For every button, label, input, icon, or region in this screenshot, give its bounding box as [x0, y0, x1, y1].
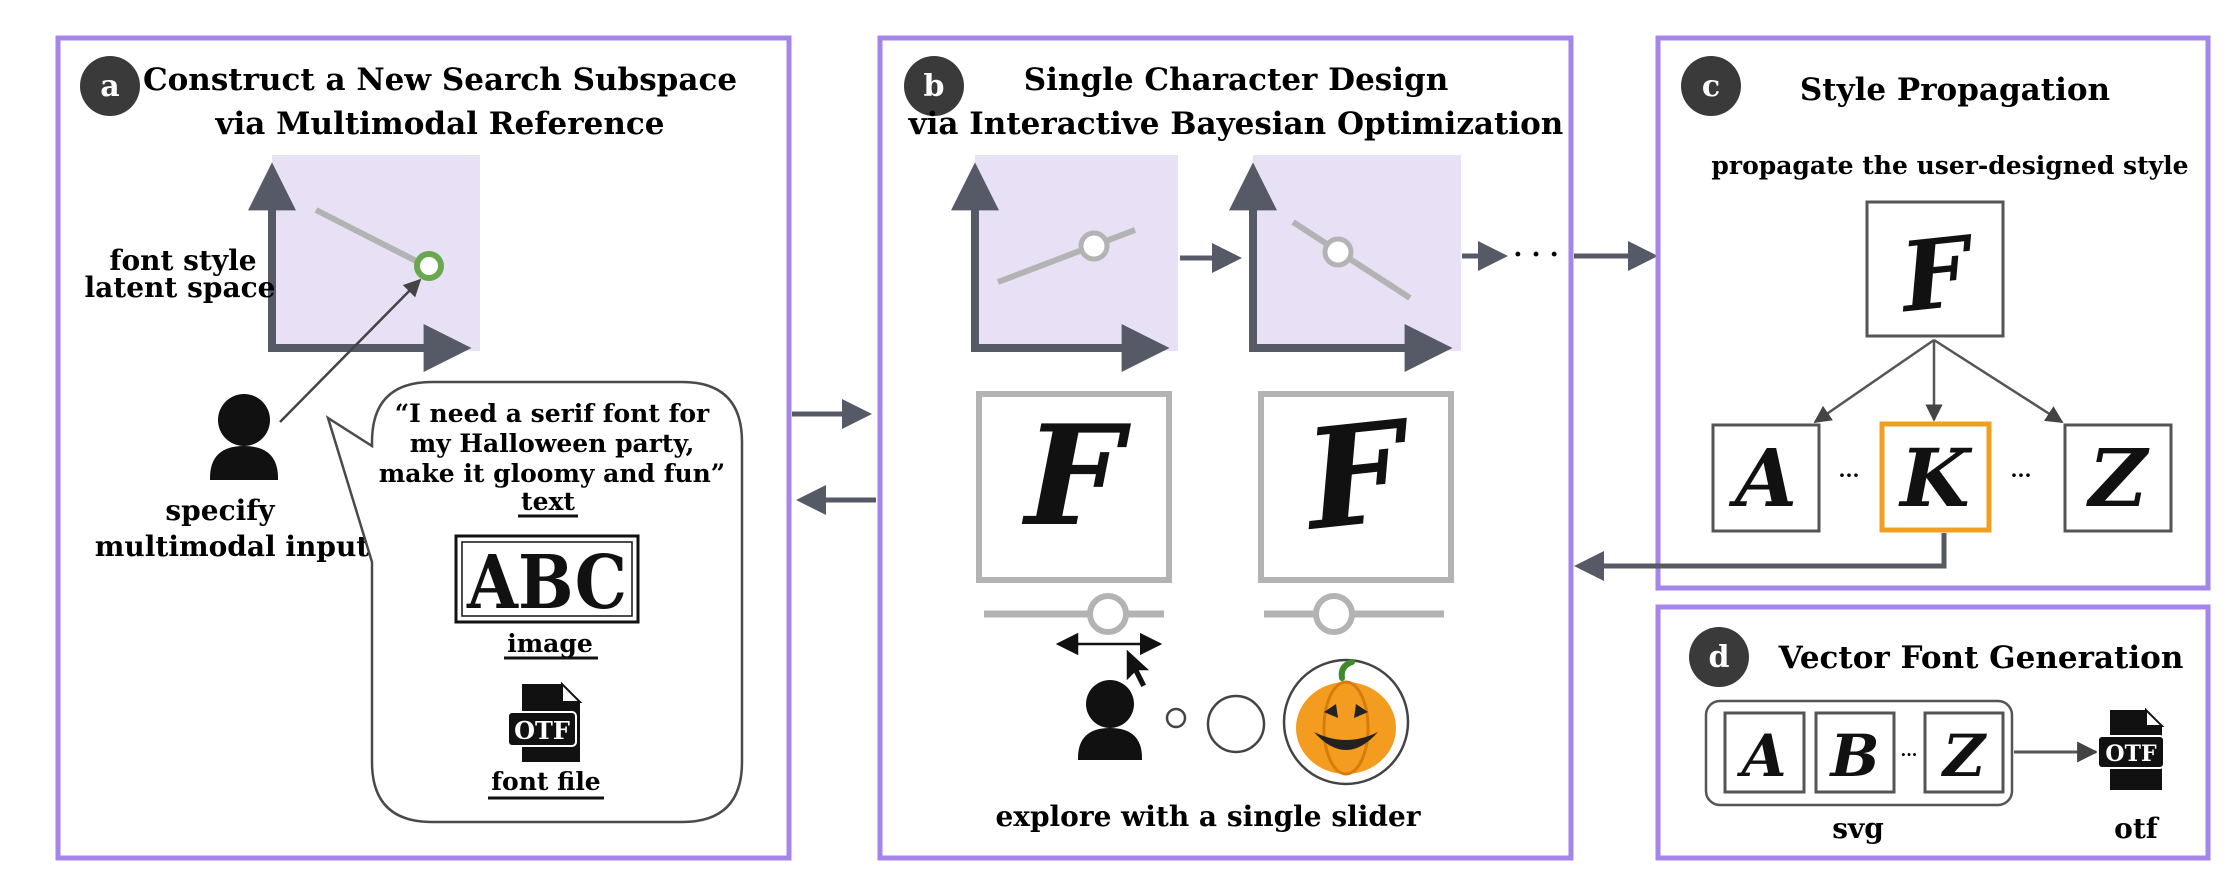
- image-sample-text: ABC: [466, 540, 627, 626]
- target-ellipsis-right: ···: [2011, 463, 2032, 487]
- latent-space-area: [272, 155, 480, 351]
- svg-label: svg: [1832, 812, 1884, 845]
- quote-line1: “I need a serif font for: [395, 399, 710, 428]
- panel-a-title-line1: Construct a New Search Subspace: [143, 62, 737, 98]
- otf-file-icon: OTF: [2097, 707, 2165, 790]
- panel-b-frame: [877, 35, 1574, 861]
- svg-glyph-ellipsis: ···: [1901, 745, 1918, 764]
- latent-label-line2: latent space: [85, 271, 276, 304]
- propagation-arrow-z: [1933, 338, 2064, 424]
- target-glyph-frame-z: [2063, 423, 2173, 533]
- target-glyph-a: A: [1728, 431, 1797, 525]
- feedback-arrow-k-to-b: [1574, 533, 1947, 581]
- subspace-plot-2-point: [1322, 236, 1354, 268]
- user-label-line2: multimodal input: [95, 530, 370, 563]
- panel-d-frame: [1655, 604, 2211, 861]
- panel-d: d Vector Font Generation A B ··· Z OTF s…: [1655, 604, 2211, 861]
- text-caption: text: [521, 487, 575, 516]
- candidate-glyph-1: F: [1021, 394, 1131, 557]
- svg-glyph-z: Z: [1941, 722, 1988, 790]
- target-ellipsis-left: ···: [1839, 463, 1860, 487]
- svg-glyph-frame-z: [1923, 711, 2005, 794]
- badge-b: [904, 56, 964, 116]
- subspace-plot-1-point: [1078, 230, 1110, 262]
- subspace-plot-2: [1253, 155, 1461, 351]
- panel-a-title-line2: via Multimodal Reference: [215, 106, 665, 142]
- slider-knob-2[interactable]: [1313, 593, 1355, 635]
- badge-d-label: d: [1709, 640, 1730, 675]
- badge-a: [80, 56, 140, 116]
- panel-d-title: Vector Font Generation: [1778, 640, 2184, 676]
- latent-label-line1: font style: [109, 244, 256, 277]
- panel-c: c Style Propagation propagate the user-d…: [1574, 35, 2211, 591]
- latent-subspace-line: [314, 207, 428, 269]
- target-glyph-z: Z: [2086, 431, 2150, 525]
- quote-line3: make it gloomy and fun”: [379, 459, 725, 488]
- otf-label: otf: [2114, 812, 2160, 845]
- panel-c-subtitle: propagate the user-designed style: [1711, 151, 2188, 180]
- panel-b: b Single Character Design via Interactiv…: [877, 35, 1574, 861]
- subspace-plot-1-line: [996, 227, 1137, 285]
- image-caption: image: [507, 629, 593, 658]
- panel-c-frame: [1655, 35, 2211, 591]
- otf-output-icon-label: OTF: [2105, 741, 2157, 767]
- panel-c-title: Style Propagation: [1800, 72, 2110, 108]
- mouse-cursor-icon: [1125, 646, 1153, 690]
- panel-a: a Construct a New Search Subspace via Mu…: [55, 35, 792, 861]
- target-glyph-k: K: [1898, 431, 1973, 525]
- panel-b-title-line1: Single Character Design: [1024, 62, 1448, 98]
- badge-d: [1689, 627, 1749, 687]
- otf-file-icon-label: OTF: [514, 716, 570, 745]
- continuation-ellipsis: · · ·: [1513, 240, 1558, 270]
- otf-file-icon: OTF: [507, 681, 583, 762]
- file-caption: font file: [491, 767, 600, 796]
- slider-knob-1[interactable]: [1087, 593, 1129, 635]
- badge-b-label: b: [924, 69, 945, 104]
- subspace-plot-2-line: [1291, 219, 1412, 301]
- svg-glyph-frame-b: [1814, 711, 1896, 794]
- thought-bubble-medium: [1206, 694, 1266, 754]
- image-sample-inner-frame: [461, 541, 633, 617]
- user-to-latent-arrow: [279, 278, 422, 423]
- panel-b-caption: explore with a single slider: [995, 800, 1421, 833]
- panel-a-frame: [55, 35, 792, 861]
- user-icon: [1078, 680, 1142, 760]
- badge-c: [1681, 56, 1741, 116]
- quote-line2: my Halloween party,: [410, 429, 695, 458]
- badge-a-label: a: [100, 69, 119, 104]
- pumpkin-icon: [1296, 659, 1396, 776]
- target-glyph-frame-k: [1879, 421, 1992, 533]
- svg-glyph-a: A: [1736, 722, 1786, 790]
- user-icon: [210, 394, 278, 480]
- candidate-glyph-frame-1: [976, 391, 1172, 583]
- target-glyph-frame-a: [1711, 423, 1821, 533]
- panel-b-title-line2: via Interactive Bayesian Optimization: [908, 106, 1564, 142]
- thought-bubble-small: [1165, 707, 1187, 729]
- source-glyph-frame: [1865, 200, 2005, 338]
- candidate-glyph-frame-2: [1258, 391, 1454, 583]
- badge-c-label: c: [1702, 69, 1720, 104]
- svg-glyph-frame-a: [1723, 711, 1806, 794]
- propagation-arrow-a: [1813, 338, 1935, 424]
- svg-glyph-b: B: [1828, 722, 1879, 790]
- user-label-line1: specify: [165, 494, 275, 527]
- image-sample-frame: [454, 534, 640, 624]
- reference-point-marker: [414, 251, 444, 281]
